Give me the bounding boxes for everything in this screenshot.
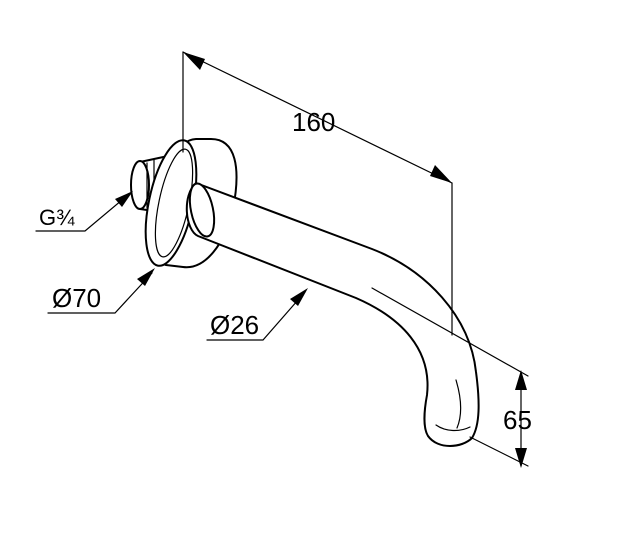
dimension-length: 160 (182, 51, 453, 336)
leader-spout-diameter: Ø26 (206, 288, 308, 341)
spout-body (130, 138, 480, 447)
dimension-arrow (183, 52, 205, 70)
leader-flange-diameter: Ø70 (47, 268, 155, 314)
spout-tube (185, 182, 480, 447)
dimension-length-label: 160 (292, 107, 335, 137)
dimension-height-label: 65 (503, 405, 532, 435)
spout-diameter-label: Ø26 (210, 310, 259, 340)
dimension-arrow (515, 448, 527, 468)
thread-label: G¾ (39, 205, 75, 230)
flange-diameter-label: Ø70 (52, 283, 101, 313)
dimension-arrow (430, 165, 452, 183)
dimension-arrow (515, 370, 527, 390)
leader-thread: G¾ (35, 191, 133, 232)
dimension-height: 65 (371, 287, 532, 468)
